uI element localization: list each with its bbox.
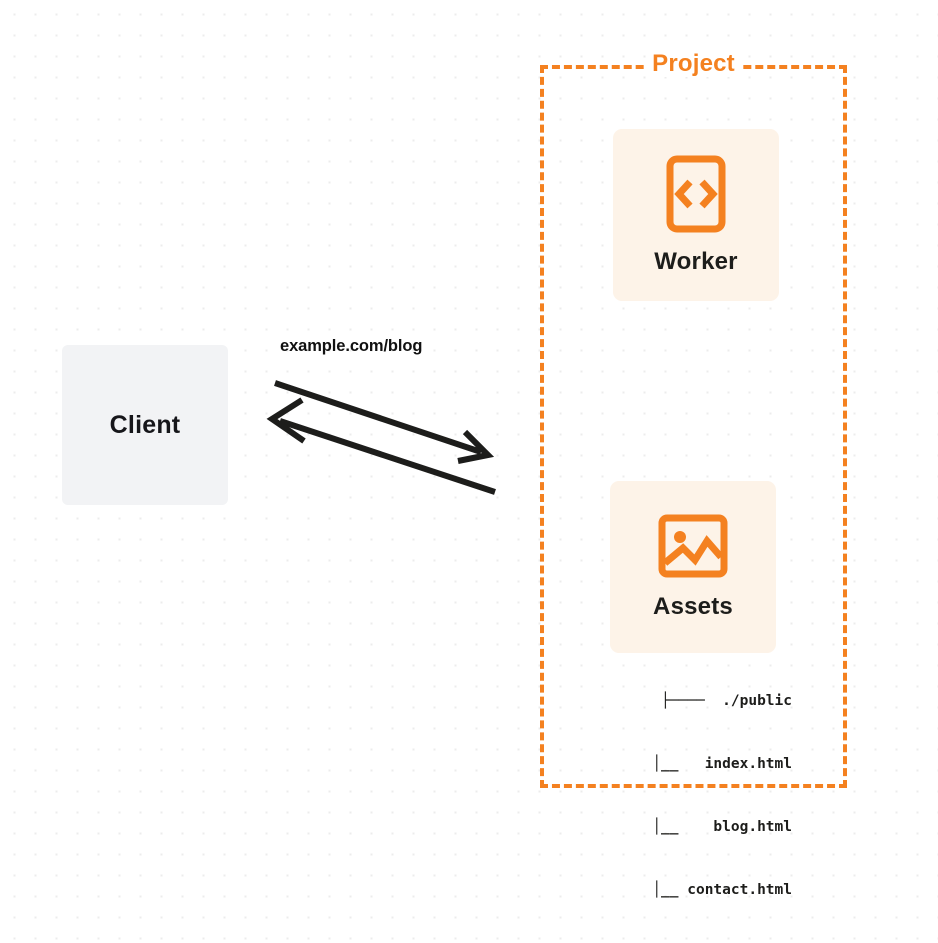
code-brackets-icon	[666, 155, 726, 233]
file-tree-row: │__ contact.html	[626, 882, 792, 898]
arrow-response-icon	[266, 397, 496, 495]
assets-label: Assets	[653, 593, 733, 620]
file-tree-row: ├──── ./public	[661, 693, 792, 709]
file-tree-row: │__ index.html	[626, 756, 792, 772]
arrow-request-icon	[274, 380, 495, 464]
connection-label: example.com/blog	[280, 337, 423, 355]
assets-node[interactable]: Assets	[610, 481, 776, 653]
worker-label: Worker	[654, 248, 738, 275]
image-icon	[658, 514, 728, 578]
file-tree-row: │__ blog.html	[626, 819, 792, 835]
client-label: Client	[109, 410, 181, 439]
project-title: Project	[540, 50, 847, 78]
worker-node[interactable]: Worker	[613, 129, 779, 301]
project-title-text: Project	[646, 50, 741, 77]
connection-arrows	[266, 380, 496, 495]
diagram-canvas: Client example.com/blog Project Worker	[62, 50, 847, 898]
client-node[interactable]: Client	[62, 345, 228, 505]
file-tree: ├──── ./public │__ index.html │__ blog.h…	[560, 649, 792, 943]
